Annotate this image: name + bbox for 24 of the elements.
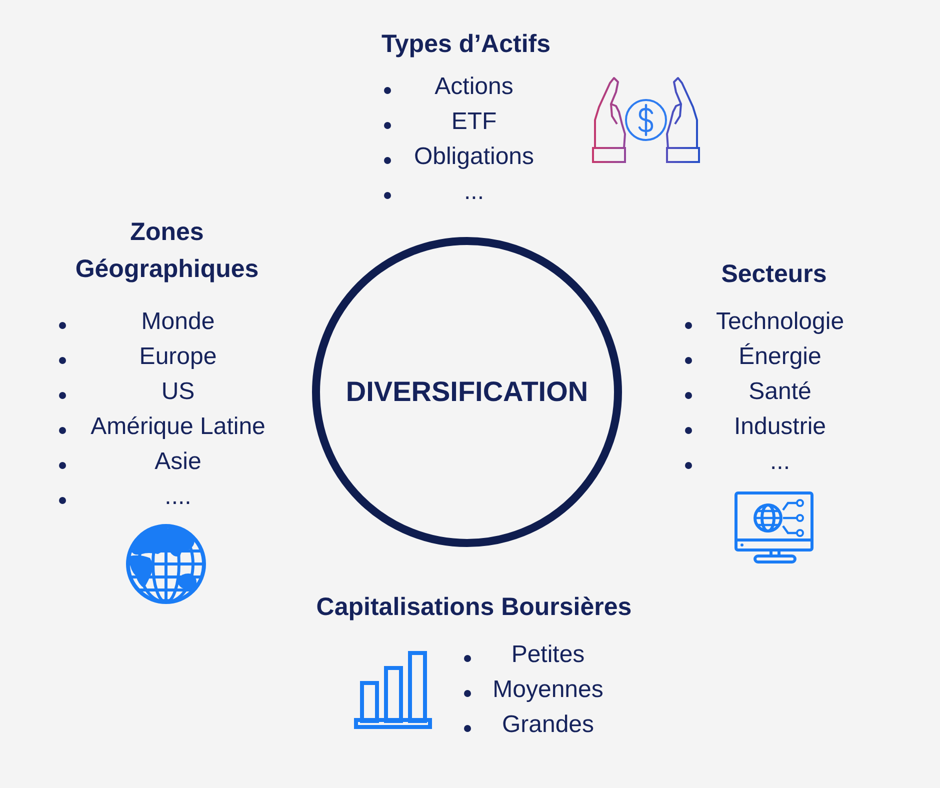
list-item: Santé <box>748 378 812 406</box>
list-item: Monde <box>141 308 215 336</box>
list-item: Grandes <box>502 711 594 739</box>
list-item: Petites <box>511 641 585 669</box>
list-item: Technologie <box>716 308 844 336</box>
list-item: Énergie <box>738 343 822 371</box>
section-heading: Capitalisations Boursières <box>316 592 632 623</box>
circle-title: DIVERSIFICATION <box>346 375 588 409</box>
list-item: Moyennes <box>492 676 604 704</box>
list-item: US <box>161 378 195 406</box>
section-heading: Secteurs <box>721 259 827 290</box>
section-heading: Types d’Actifs <box>381 29 551 60</box>
list-item: Amérique Latine <box>90 413 266 441</box>
list-item: Asie <box>154 448 202 476</box>
list-item: ETF <box>451 108 497 136</box>
list-item: Actions <box>434 73 514 101</box>
list-item: Europe <box>139 343 217 371</box>
list-item: ... <box>770 448 790 476</box>
list-item: Obligations <box>414 143 534 171</box>
list-item: ... <box>464 178 484 206</box>
list-item: .... <box>164 483 192 511</box>
section-heading: Zones Géographiques <box>75 217 259 285</box>
diversification-circle <box>312 237 622 547</box>
list-item: Industrie <box>734 413 826 441</box>
